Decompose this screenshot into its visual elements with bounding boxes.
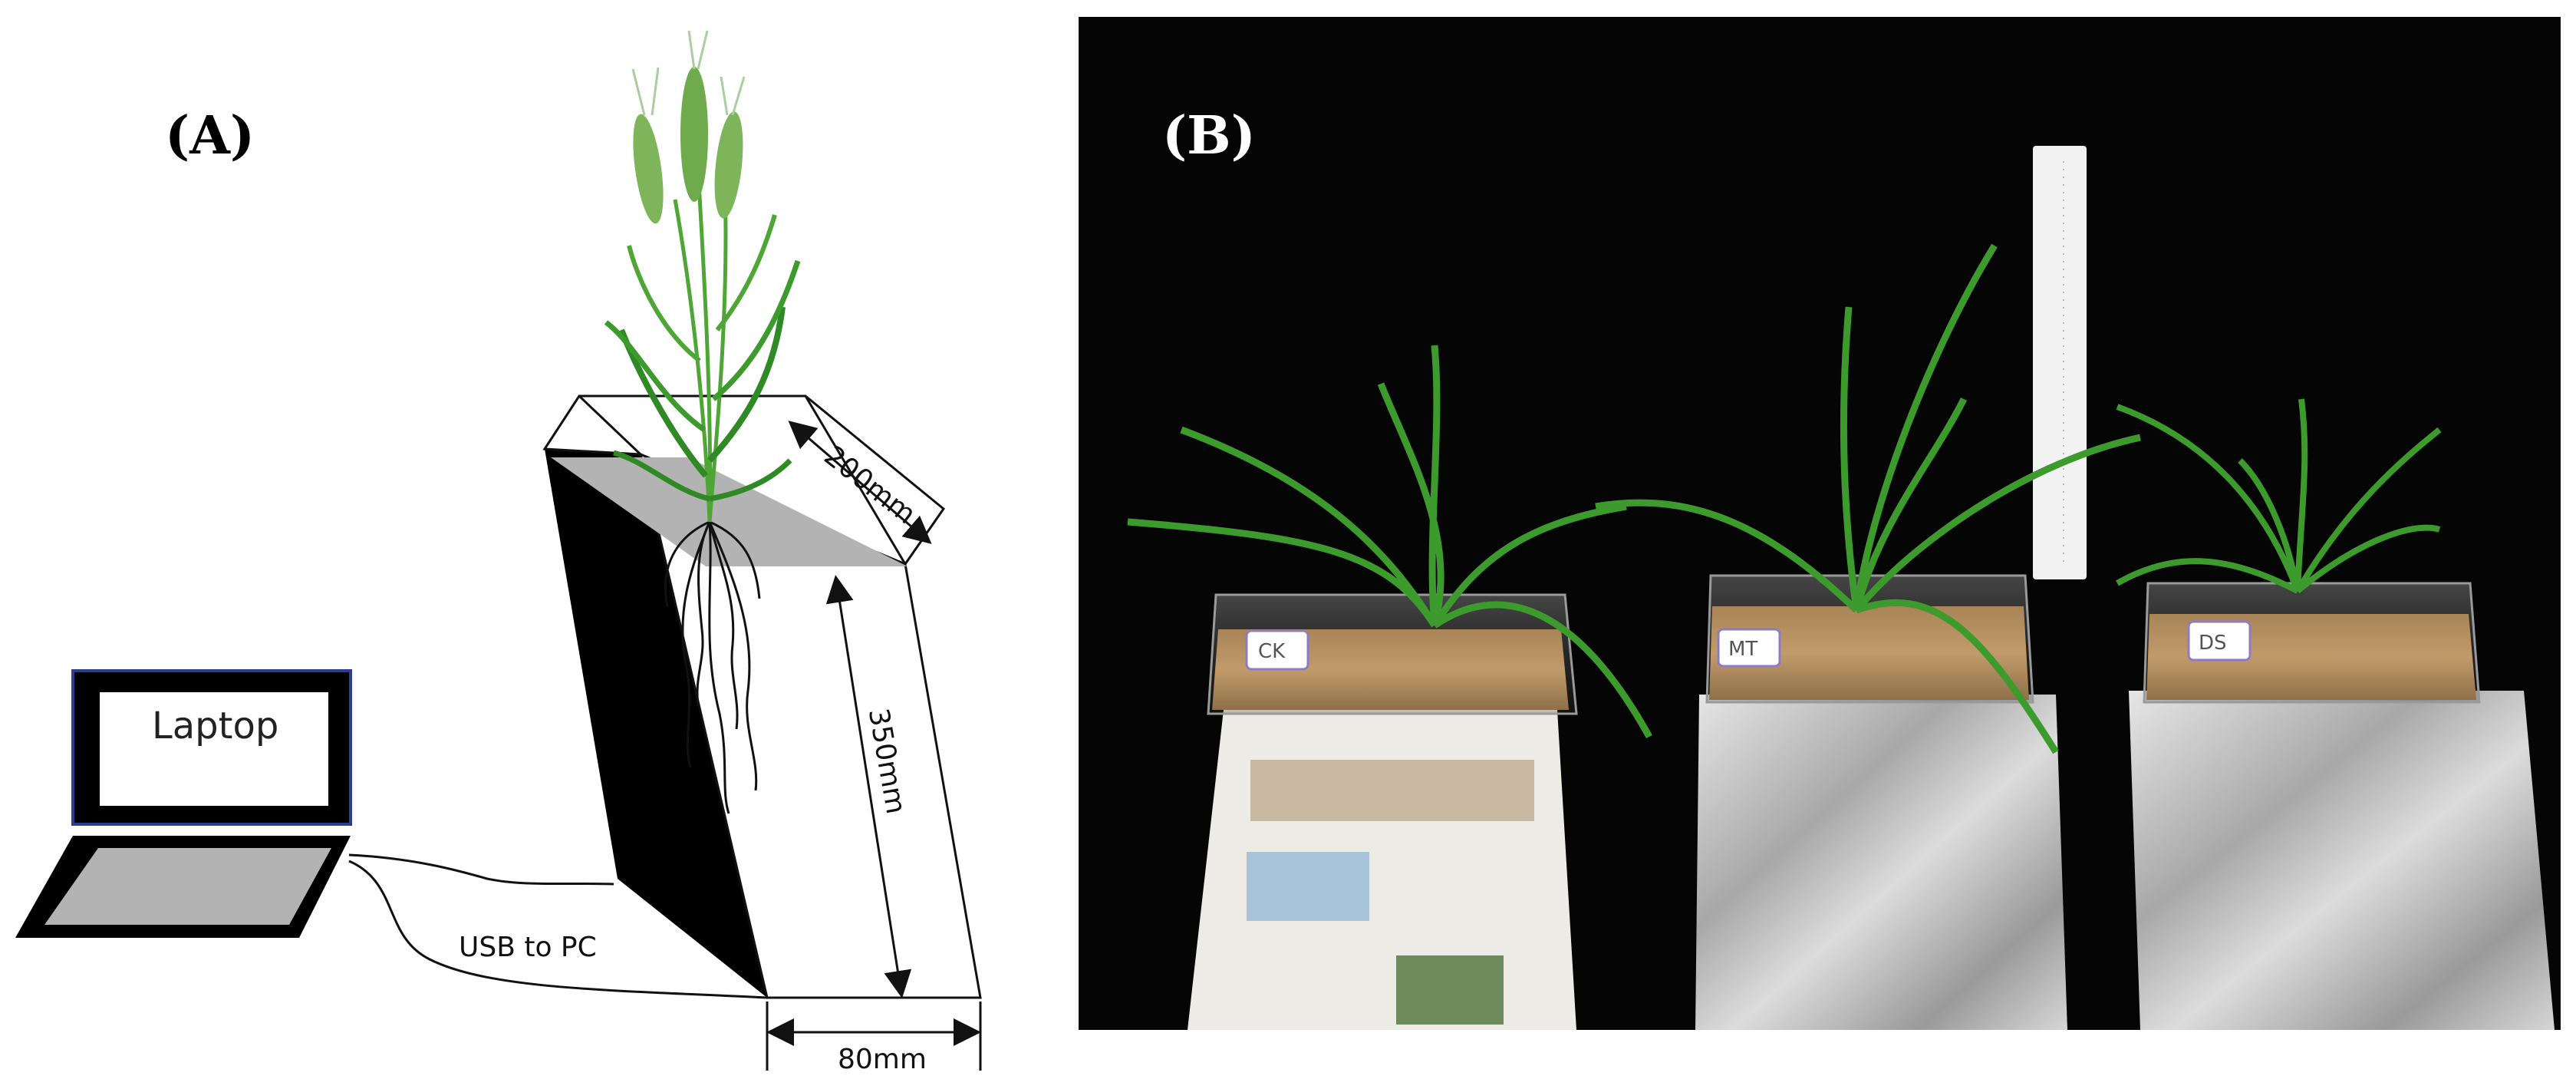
box-tag-label: CK: [1258, 640, 1286, 663]
wheat-leaf: [711, 259, 801, 401]
root: [681, 521, 711, 768]
cable-label: USB to PC: [459, 932, 597, 963]
rhizobox-ds: DS: [2116, 398, 2555, 1030]
box-foil-sleeve: [1695, 695, 2067, 1030]
rhizobox-edge: [578, 394, 642, 456]
box-foil-sleeve: [2129, 691, 2555, 1030]
plant-leaves: [1127, 345, 1652, 739]
wheat-ear: [680, 67, 708, 202]
wheat-leaf: [613, 450, 710, 502]
rhizobox-mt: MT: [1595, 243, 2141, 1030]
cable-lower: [348, 860, 768, 999]
rhizobox-diagram: [542, 394, 982, 999]
wheat-leaf: [627, 245, 701, 363]
dimension-arrow: [788, 421, 932, 544]
ruler: [2033, 146, 2087, 579]
laptop-keyboard: [44, 848, 331, 925]
wheat-leaf: [604, 320, 706, 432]
box-tag-label: MT: [1728, 638, 1757, 661]
box-tag: [2187, 620, 2252, 662]
root: [696, 521, 711, 707]
laptop-screen: [100, 692, 328, 806]
wheat-awns: [631, 30, 746, 116]
sleeve-image-3: [1396, 955, 1504, 1025]
box-tag: [1245, 629, 1309, 671]
dimension-arrow: [825, 575, 912, 998]
roots: [664, 520, 761, 814]
root: [708, 521, 758, 791]
laptop-diagram: Laptop: [15, 669, 352, 938]
plant-leaves: [2116, 398, 2442, 594]
rhizobox-ck: CK: [1127, 345, 1652, 1030]
sleeve-image-1: [1250, 760, 1534, 821]
box-tag-label: DS: [2199, 632, 2227, 655]
wheat-ear: [714, 111, 743, 219]
panel-a-label: (A): [165, 105, 255, 167]
panel-b-label: (B): [1162, 105, 1256, 167]
root: [664, 520, 710, 607]
box-soil: [1709, 606, 2029, 700]
dimension-80mm: 80mm: [766, 1002, 982, 1075]
wheat-leaf: [709, 458, 792, 502]
laptop-label: Laptop: [152, 705, 278, 747]
cable-upper: [348, 853, 614, 886]
box-tag: [1717, 628, 1781, 668]
wheat-leaf: [707, 306, 786, 463]
box-paper-sleeve: [1188, 710, 1576, 1030]
panel-a: (A) Laptop USB to PC: [15, 30, 982, 1075]
usb-cable: USB to PC: [348, 853, 768, 999]
root: [708, 521, 730, 814]
root: [708, 521, 739, 730]
wheat-plant: [604, 30, 801, 523]
wheat-ear: [633, 114, 664, 224]
rhizobox-black-face: [545, 449, 767, 998]
wheat-leaf: [715, 214, 777, 332]
root: [709, 520, 761, 599]
plant-leaves: [1595, 243, 2141, 754]
sleeve-image-2: [1247, 852, 1369, 921]
panel-b: (B) CK MT: [1079, 17, 2561, 1030]
dimension-80mm-label: 80mm: [838, 1044, 927, 1075]
